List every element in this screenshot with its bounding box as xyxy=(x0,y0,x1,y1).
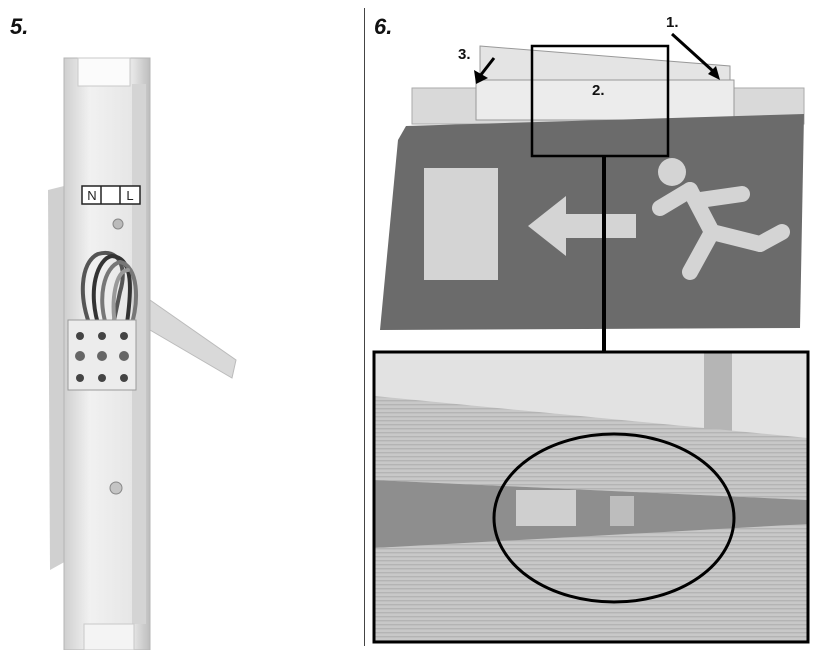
terminal-label-plate xyxy=(81,185,141,205)
housing-cover xyxy=(475,79,735,121)
running-man-pictogram xyxy=(652,158,790,280)
callout-label-2: 2. xyxy=(592,82,605,99)
terminal-label-n: N xyxy=(87,188,96,203)
cable xyxy=(149,299,237,379)
terminal-block xyxy=(67,319,137,391)
sign-door-pictogram xyxy=(424,168,498,280)
zoom-internal-part xyxy=(516,490,576,526)
callout-label-3: 3. xyxy=(458,46,471,63)
sign-arrow-pictogram xyxy=(528,196,636,256)
bracket-bottom-tab xyxy=(83,623,135,650)
callout-arrow-3 xyxy=(478,57,496,77)
bracket-top-tab xyxy=(77,57,131,87)
zoom-housing-upper xyxy=(374,396,808,500)
step-5-label: 5. xyxy=(10,14,29,39)
zoom-frame xyxy=(372,350,810,644)
terminal-label-l: L xyxy=(126,188,133,203)
callout-label-1: 1. xyxy=(666,14,679,31)
exit-sign-image xyxy=(380,32,805,384)
screw-hole-bottom xyxy=(109,481,123,495)
mounting-bracket-image: N L xyxy=(48,57,237,650)
zoom-highlight-ellipse xyxy=(492,432,736,604)
bracket-inner-wall xyxy=(132,84,146,624)
callout-arrow-1 xyxy=(670,32,716,74)
zoom-housing-lower xyxy=(374,524,808,642)
step-6-label: 6. xyxy=(374,14,393,39)
zoom-cable xyxy=(704,352,732,442)
zoom-detail-image xyxy=(374,352,808,642)
zoom-region-box xyxy=(530,44,670,158)
panel-divider xyxy=(364,8,365,646)
bracket-side-flange xyxy=(48,185,68,570)
wires xyxy=(80,250,138,332)
screw-hole-top xyxy=(112,218,124,230)
